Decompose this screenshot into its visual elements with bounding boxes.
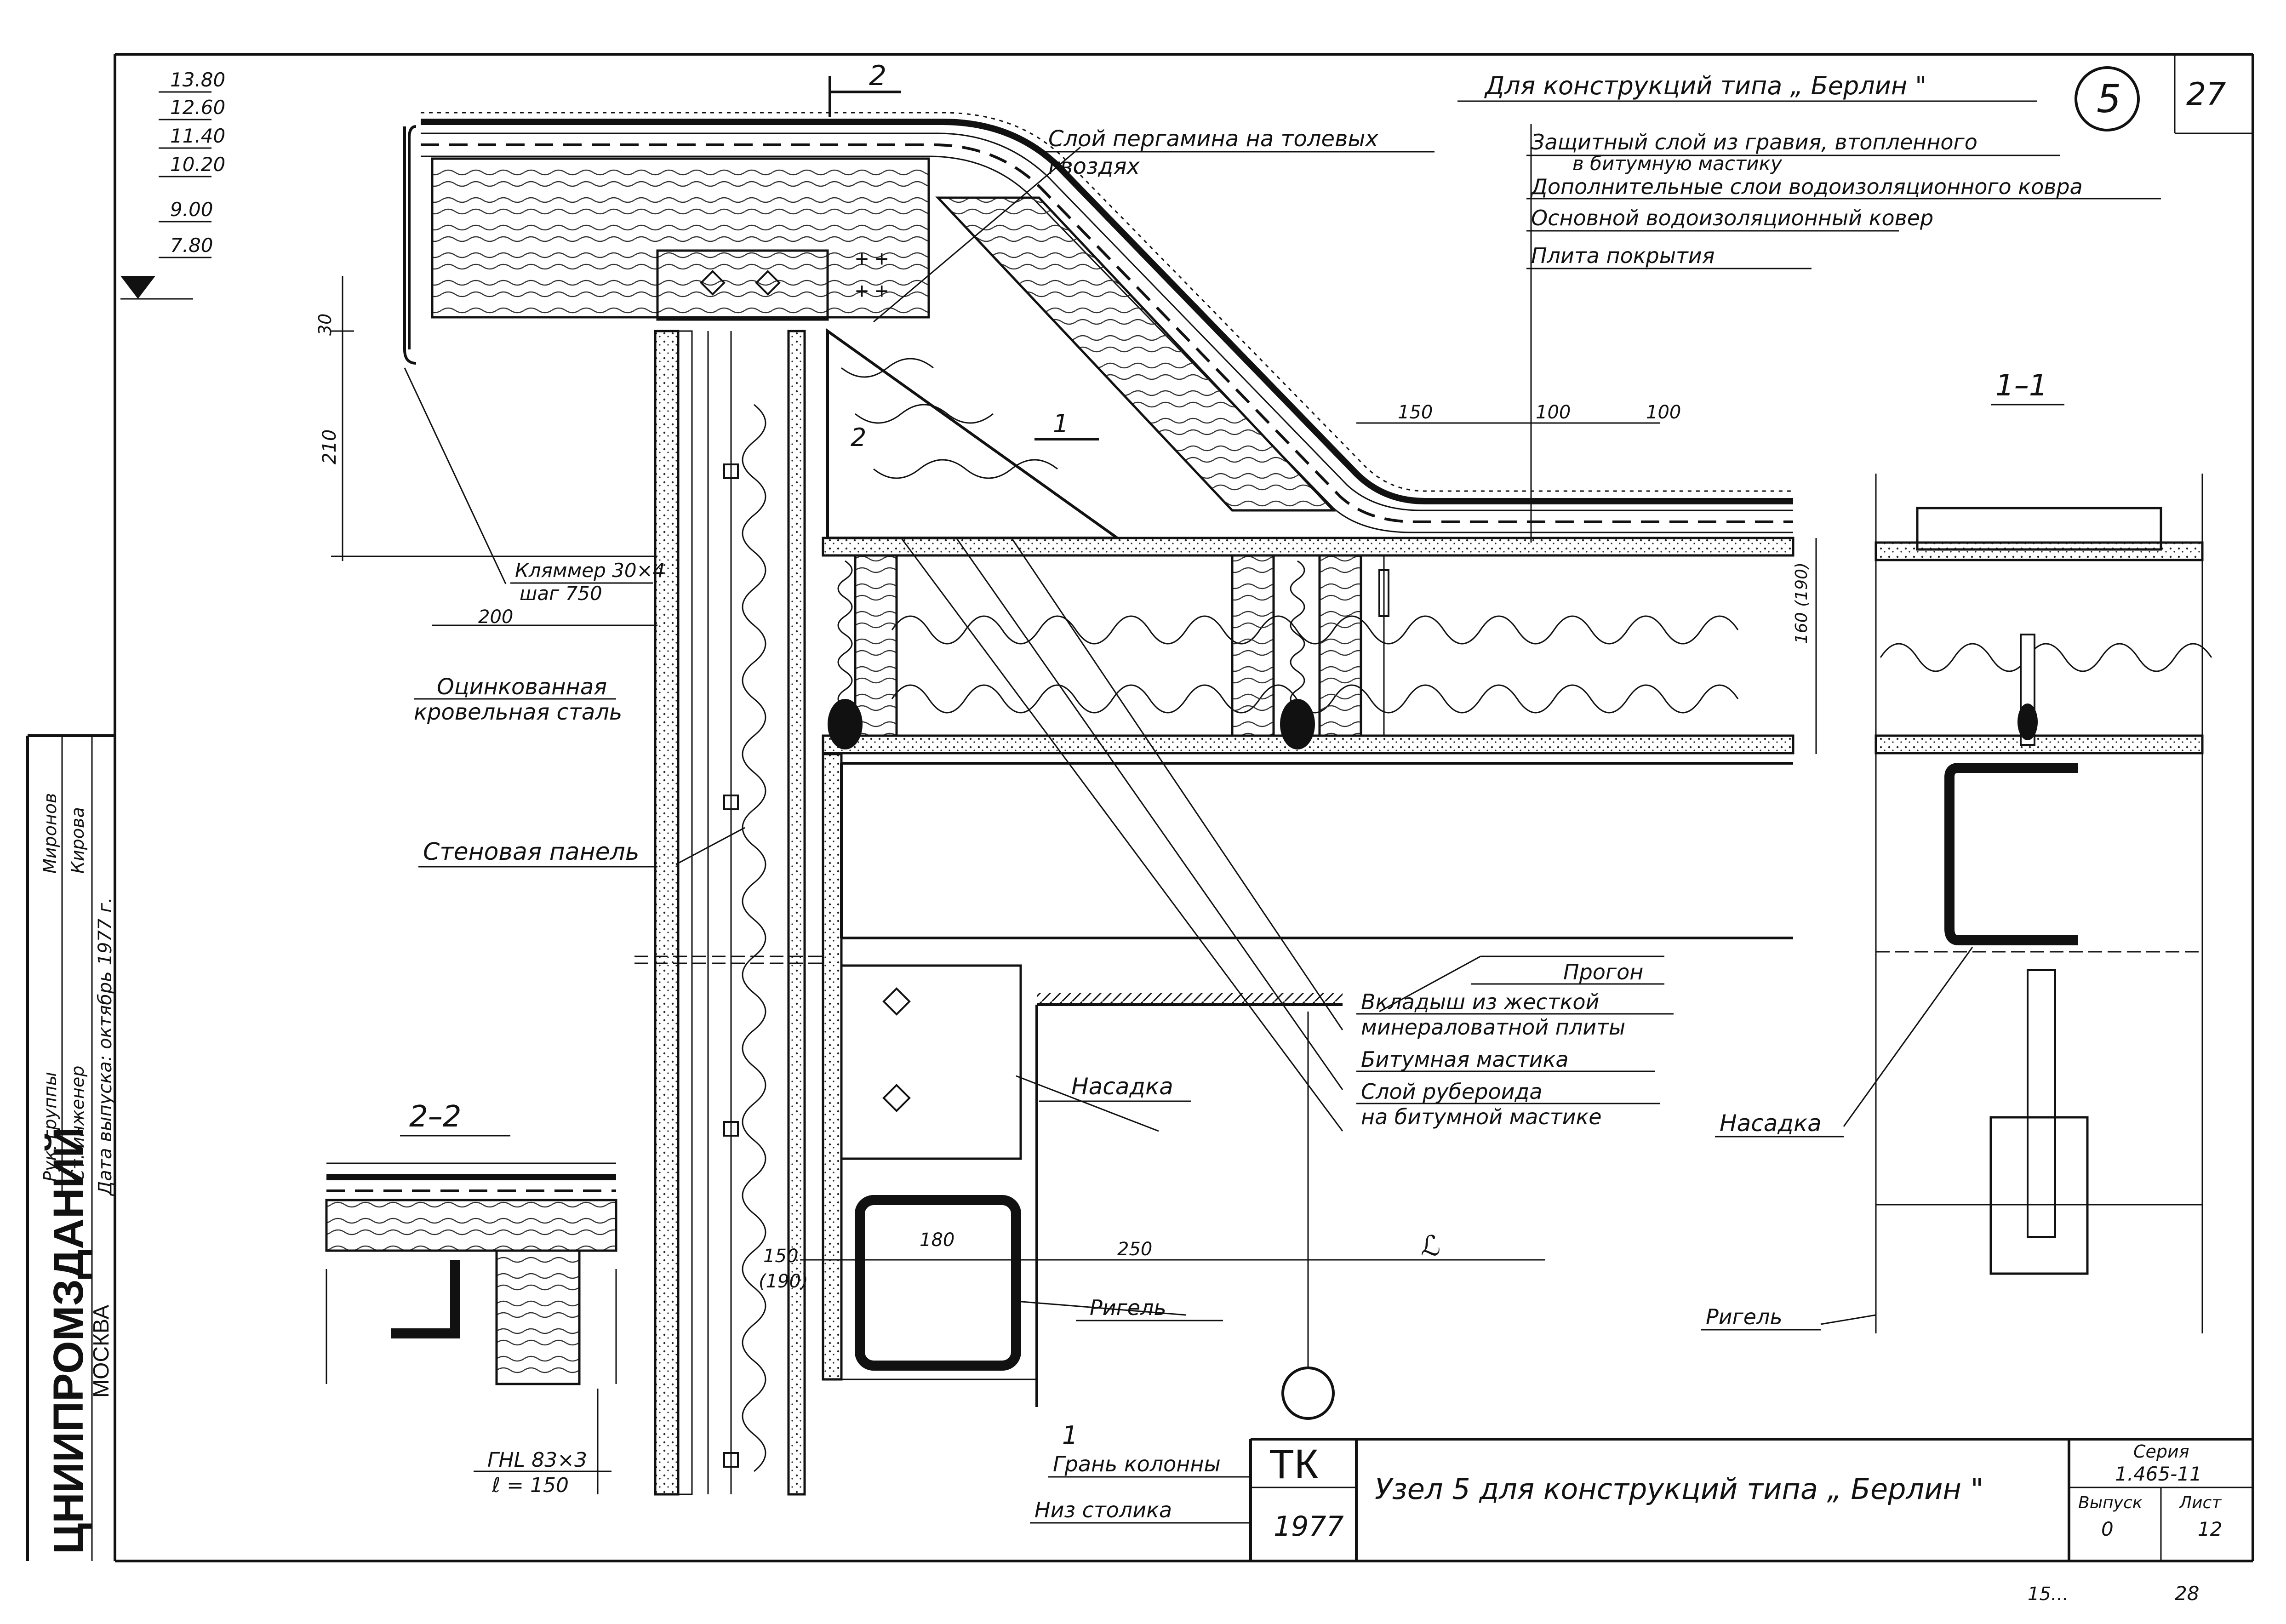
svg-text:шаг 750: шаг 750 [520, 582, 602, 605]
svg-text:Выпуск: Выпуск [2078, 1493, 2143, 1512]
svg-text:Дополнительные слои водоизоляц: Дополнительные слои водоизоляционного ко… [1530, 174, 2083, 199]
rigel-tube [841, 993, 1343, 1420]
level-label: 10.20 [170, 153, 225, 176]
title-year: 1977 [1274, 1510, 1344, 1543]
svg-text:160 (190): 160 (190) [1792, 562, 1811, 644]
svg-text:1: 1 [1053, 409, 1069, 438]
svg-text:210: 210 [319, 429, 340, 464]
level-label: 11.40 [170, 125, 225, 147]
header: Для конструкций типа „ Берлин " 5 27 [1457, 66, 2226, 132]
roof-slab [822, 537, 1795, 755]
leader-lines [404, 124, 1973, 1325]
dimension-lines [331, 276, 1817, 1494]
svg-text:Ст. инженер: Ст. инженер [68, 1066, 88, 1182]
svg-text:кровельная сталь: кровельная сталь [414, 699, 622, 725]
svg-text:1.465-11: 1.465-11 [2115, 1463, 2202, 1485]
svg-text:Защитный слой из гравия, втопл: Защитный слой из гравия, втопленного [1531, 130, 1977, 154]
title-block: ТК 1977 Узел 5 для конструкций типа „ Бе… [1249, 1438, 2253, 1605]
svg-text:2: 2 [851, 423, 866, 452]
svg-text:Прогон: Прогон [1563, 960, 1643, 984]
svg-text:1: 1 [1062, 1421, 1078, 1450]
svg-text:Рук. группы: Рук. группы [40, 1072, 60, 1182]
svg-text:Ригель: Ригель [1706, 1304, 1783, 1329]
svg-text:150: 150 [763, 1246, 798, 1267]
svg-text:(190): (190) [759, 1271, 808, 1292]
svg-text:Низ столика: Низ столика [1034, 1498, 1172, 1522]
svg-text:15...: 15... [2028, 1584, 2069, 1605]
svg-text:Стеновая панель: Стеновая панель [423, 838, 639, 866]
svg-text:12: 12 [2198, 1518, 2222, 1540]
svg-text:Ригель: Ригель [1090, 1295, 1166, 1320]
section-marker-top: 2 [829, 60, 901, 117]
section-2-2: 2–2 [325, 1100, 617, 1385]
svg-text:Насадка: Насадка [1071, 1073, 1173, 1100]
level-label: 13.80 [170, 69, 225, 91]
svg-text:100: 100 [1646, 402, 1681, 423]
city-name: МОСКВА [89, 1305, 114, 1398]
layer-labels: Защитный слой из гравия, втопленного в б… [1526, 130, 2161, 269]
svg-text:Лист: Лист [2178, 1493, 2222, 1512]
sheet-frame [114, 53, 2254, 1562]
roof-layers [403, 112, 1793, 533]
svg-text:0: 0 [2101, 1518, 2114, 1540]
svg-text:Грань колонны: Грань колонны [1053, 1452, 1221, 1476]
svg-text:ℒ: ℒ [1421, 1230, 1440, 1262]
svg-text:ГНL 83×3: ГНL 83×3 [487, 1448, 587, 1472]
svg-text:ℓ = 150: ℓ = 150 [491, 1474, 569, 1497]
node-number-circle [2075, 66, 2140, 132]
svg-text:2–2: 2–2 [409, 1100, 461, 1134]
svg-text:Насадка: Насадка [1720, 1110, 1822, 1137]
span-axis-marker [1281, 1367, 1335, 1420]
level-label: 7.80 [170, 234, 213, 257]
svg-text:150: 150 [1398, 402, 1433, 423]
svg-text:гвоздях: гвоздях [1048, 154, 1140, 179]
svg-text:Серия: Серия [2133, 1441, 2189, 1462]
wall-panel [634, 330, 823, 1496]
svg-text:2: 2 [869, 60, 886, 92]
svg-text:Слой пергамина на толевых: Слой пергамина на толевых [1048, 126, 1378, 152]
svg-text:минераловатной плиты: минераловатной плиты [1361, 1015, 1625, 1040]
svg-text:на битумной мастике: на битумной мастике [1361, 1104, 1602, 1129]
level-label: 9.00 [170, 198, 213, 221]
tk-mark: ТК [1269, 1441, 1318, 1487]
svg-text:30: 30 [315, 314, 335, 336]
svg-text:+ +: + + [855, 278, 888, 304]
svg-text:Дата выпуска: октябрь 1977 г.: Дата выпуска: октябрь 1977 г. [95, 897, 116, 1196]
fastening-plates: + + + + [656, 246, 1022, 1160]
svg-text:Оцинкованная: Оцинкованная [437, 674, 607, 700]
svg-text:Плита покрытия: Плита покрытия [1531, 243, 1714, 268]
svg-text:Битумная мастика: Битумная мастика [1361, 1047, 1569, 1072]
level-triangle-icon [120, 276, 155, 299]
svg-text:Миронов: Миронов [40, 793, 60, 874]
sheet-number: 27 [2186, 76, 2226, 113]
svg-text:+ +: + + [855, 246, 888, 272]
svg-text:Кирова: Кирова [68, 807, 88, 874]
svg-text:200: 200 [478, 606, 513, 628]
left-title-strip: ЦНИИПРОМЗДАНИЙ МОСКВА Рук. группы Мироно… [26, 734, 116, 1561]
dimension-texts: 30 210 200 150 100 100 160 (190) 150 (19… [315, 314, 1811, 1292]
section-1-1: 1–1 [1875, 369, 2212, 1333]
svg-text:Кляммер 30×4: Кляммер 30×4 [515, 559, 665, 582]
construction-type: Для конструкций типа „ Берлин " [1484, 71, 1926, 100]
callout-labels: Слой пергамина на толевых гвоздях Клямме… [414, 126, 1844, 1524]
svg-text:28: 28 [2175, 1582, 2199, 1605]
org-name: ЦНИИПРОМЗДАНИЙ [44, 1127, 92, 1554]
svg-text:250: 250 [1117, 1239, 1152, 1260]
svg-text:Слой рубероида: Слой рубероида [1361, 1079, 1543, 1104]
mineral-wool-insert [826, 328, 1122, 539]
svg-text:180: 180 [920, 1229, 954, 1251]
svg-text:1–1: 1–1 [1995, 369, 2047, 403]
level-label: 12.60 [170, 96, 225, 119]
svg-text:Вкладыш из жесткой: Вкладыш из жесткой [1361, 989, 1599, 1014]
drawing-title: Узел 5 для конструкций типа „ Берлин " [1375, 1472, 1983, 1506]
node-number: 5 [2097, 76, 2121, 121]
level-marks: 13.80 12.60 11.40 10.20 9.00 7.80 [120, 69, 225, 300]
svg-text:Основной водоизоляционный кове: Основной водоизоляционный ковер [1531, 206, 1933, 230]
svg-text:100: 100 [1536, 402, 1571, 423]
purlin [822, 753, 1793, 1381]
